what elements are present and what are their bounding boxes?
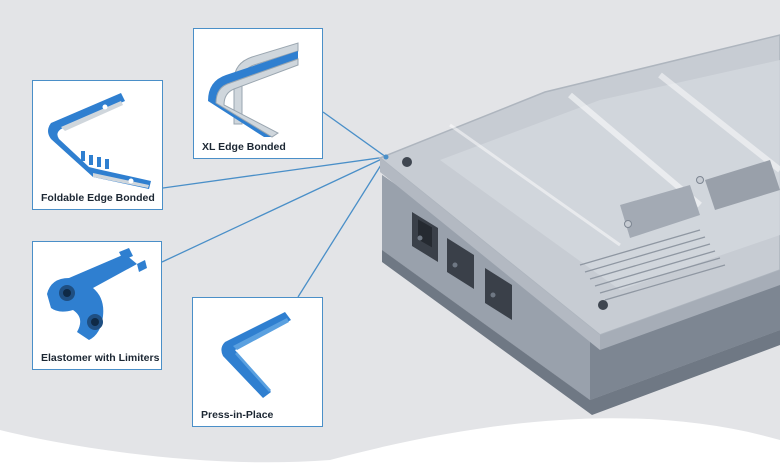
callout-label-foldable: Foldable Edge Bonded (41, 192, 155, 204)
callout-card-xl-edge-bonded: XL Edge Bonded (193, 28, 323, 159)
connector-line-fold (162, 156, 387, 189)
connector-line-press (297, 156, 387, 298)
elastomer-with-limiters-gasket-image (47, 248, 147, 340)
callout-card-press-in-place: Press-in-Place (192, 297, 323, 427)
callout-connector-lines (161, 111, 387, 298)
press-in-place-gasket-image (221, 312, 291, 398)
callout-card-foldable-edge-bonded: Foldable Edge Bonded (32, 80, 163, 210)
battery-housing (378, 34, 780, 415)
connector-line-xl (322, 111, 387, 158)
xl-edge-bonded-gasket-image (208, 42, 299, 138)
callout-card-elastomer-with-limiters: Elastomer with Limiters (32, 241, 162, 370)
callout-label-xl: XL Edge Bonded (202, 141, 286, 153)
housing-connectors (412, 212, 512, 320)
connector-line-elast (161, 156, 387, 263)
callout-label-elastomer: Elastomer with Limiters (41, 352, 160, 364)
callout-label-press: Press-in-Place (201, 409, 274, 421)
foldable-edge-bonded-gasket-image (48, 93, 151, 189)
